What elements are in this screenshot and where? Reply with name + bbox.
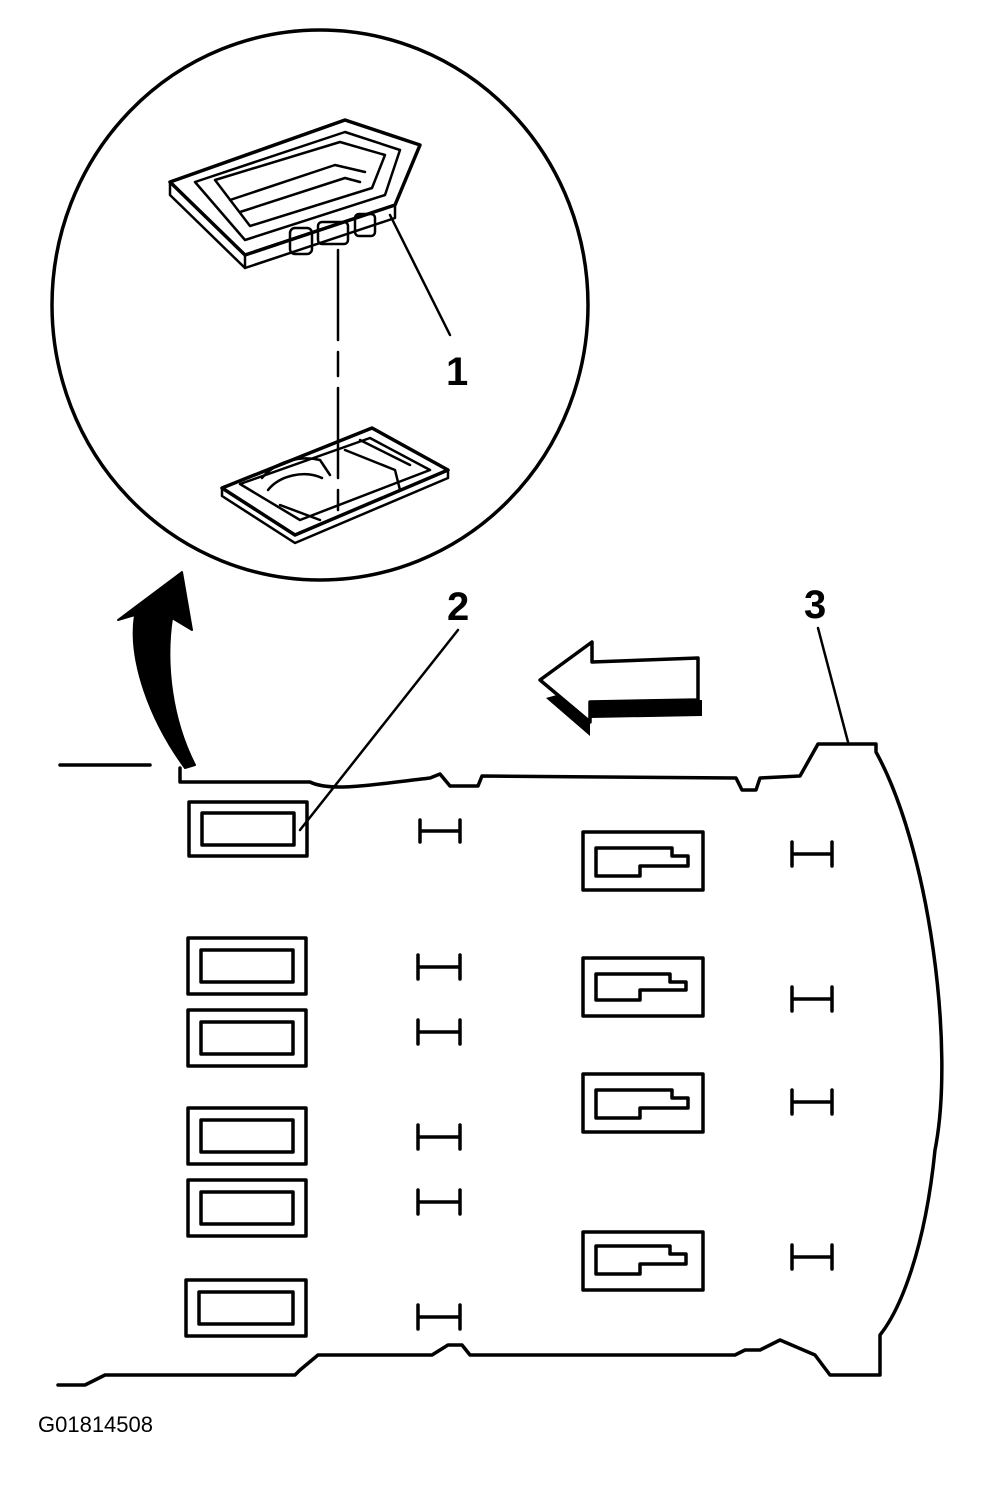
socket [186, 1178, 308, 1238]
stepped-socket [581, 956, 705, 1018]
right-sockets [581, 830, 705, 1292]
callout-3: 3 [804, 583, 826, 627]
socket [186, 1106, 308, 1166]
socket [186, 936, 308, 996]
left-sockets [184, 800, 309, 1338]
callout-2: 2 [447, 585, 469, 629]
fuse-block-outline [56, 742, 944, 1387]
leader-1 [388, 213, 452, 337]
socket-2 [187, 800, 309, 858]
stepped-socket [581, 830, 705, 892]
detail-view [50, 28, 590, 582]
relay-socket [220, 426, 450, 545]
relay-component [168, 118, 422, 270]
middle-terminals [416, 818, 462, 1331]
stepped-socket [581, 1072, 705, 1134]
stepped-socket [581, 1230, 705, 1292]
figure-id: G01814508 [38, 1412, 153, 1437]
detail-circle [50, 28, 590, 582]
arrow-left-icon [538, 640, 702, 736]
callout-1: 1 [446, 350, 468, 394]
socket [186, 1008, 308, 1068]
leader-3 [816, 626, 850, 744]
curved-arrow-up-icon [117, 571, 196, 769]
right-terminals [790, 840, 834, 1271]
socket [184, 1278, 308, 1338]
leader-2 [298, 628, 460, 832]
